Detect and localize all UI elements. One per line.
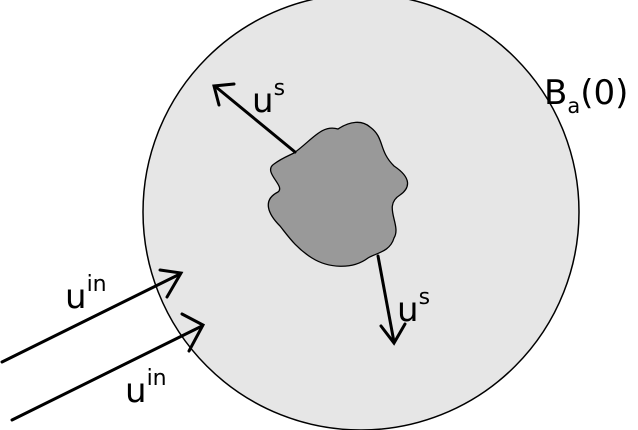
scattered-label-upper: us (252, 76, 285, 121)
obstacle (267, 121, 409, 267)
incident-label-upper: uin (65, 272, 107, 317)
incident-arrow-lower (10, 312, 206, 422)
scattered-label-lower: us (397, 285, 430, 330)
scattered-arrow-upper (212, 82, 297, 154)
incident-label-lower: uin (125, 366, 167, 411)
scattered-arrow-lower (376, 254, 407, 346)
incident-arrow-upper (0, 268, 184, 364)
ball-label: Ba(0) (544, 73, 628, 118)
